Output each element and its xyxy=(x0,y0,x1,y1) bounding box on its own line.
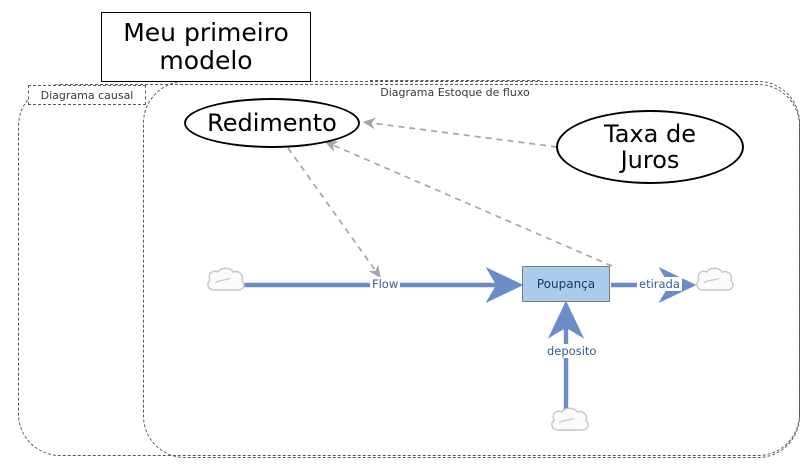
cloud-sink-right xyxy=(696,267,734,291)
cloud-source-left xyxy=(207,267,245,291)
diagram-title: Meu primeiro modelo xyxy=(101,12,311,82)
causal-link-redimento-to-flow xyxy=(287,147,381,279)
variable-redimento[interactable]: Redimento xyxy=(184,98,360,148)
cloud-source-bottom xyxy=(551,407,589,431)
taxa-de-juros-line1: Taxa de xyxy=(604,119,696,148)
stock-poupanca[interactable]: Poupança xyxy=(522,266,610,302)
variable-taxa-de-juros[interactable]: Taxa de Juros xyxy=(556,110,744,184)
causal-link-poupanca-to-redimento xyxy=(324,141,613,267)
stock-flow-diagram-label: Diagrama Estoque de fluxo xyxy=(370,80,540,100)
causal-diagram-label: Diagrama causal xyxy=(28,85,146,105)
taxa-de-juros-line2: Juros xyxy=(620,146,680,174)
flow-label-inflow[interactable]: Flow xyxy=(370,277,401,291)
flow-label-outflow[interactable]: etirada xyxy=(637,277,682,291)
flow-label-deposit[interactable]: deposito xyxy=(545,344,599,358)
